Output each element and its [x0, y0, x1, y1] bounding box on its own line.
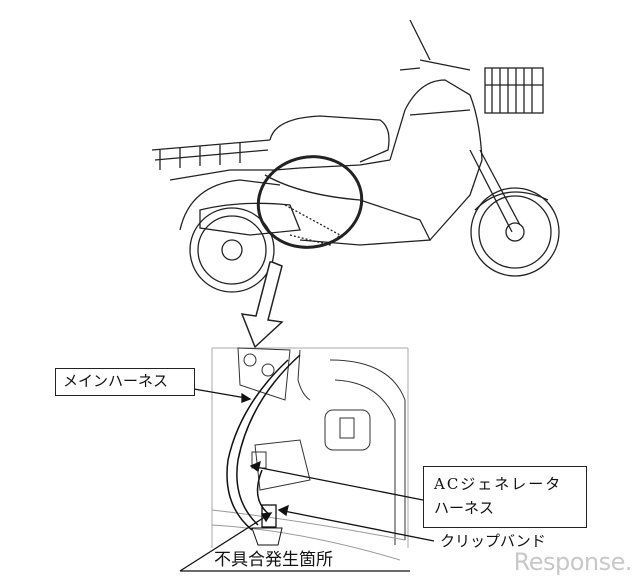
callout-ellipse — [256, 155, 364, 249]
scooter-overview — [151, 19, 560, 293]
detail-view — [211, 347, 409, 561]
zoom-arrow-icon — [240, 261, 284, 349]
defect-location-label: 不具合発生箇所 — [214, 550, 333, 570]
main-harness-box — [55, 368, 195, 396]
leader-lines — [179, 388, 435, 572]
ac-generator-box — [423, 466, 587, 528]
ac-generator-label-2: ハーネス — [434, 499, 495, 517]
main-harness-label: メインハーネス — [63, 372, 169, 390]
clip-band-label: クリップバンド — [440, 532, 546, 550]
response-watermark: Response. — [513, 548, 633, 576]
ac-generator-label-1: ACジェネレータ — [434, 475, 563, 493]
